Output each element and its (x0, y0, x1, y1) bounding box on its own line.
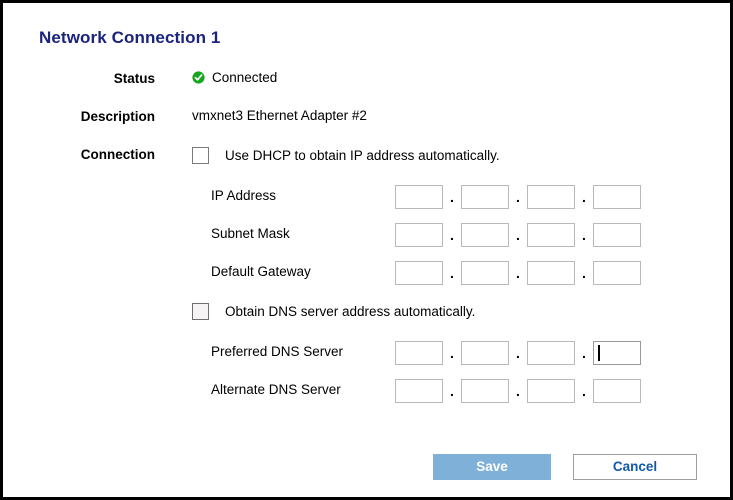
connection-label: Connection (80, 147, 155, 162)
subnet-mask-label: Subnet Mask (211, 226, 290, 241)
alternate-dns-octet-4[interactable] (593, 379, 641, 403)
description-label: Description (80, 109, 155, 124)
status-text: Connected (212, 70, 278, 85)
alternate-dns-octet-2[interactable] (461, 379, 509, 403)
ip-address-octet-2[interactable] (461, 185, 509, 209)
subnet-mask-octets: . . . (395, 223, 641, 247)
octet-separator: . (516, 383, 520, 399)
ip-address-label: IP Address (211, 188, 277, 203)
octet-separator: . (582, 345, 586, 361)
ip-address-octet-1[interactable] (395, 185, 443, 209)
octet-separator: . (450, 383, 454, 399)
preferred-dns-octet-1[interactable] (395, 341, 443, 365)
octet-separator: . (582, 265, 586, 281)
alternate-dns-label: Alternate DNS Server (211, 382, 341, 397)
page-title: Network Connection 1 (39, 28, 221, 47)
ip-address-octets: . . . (395, 185, 641, 209)
check-circle-icon (192, 71, 205, 84)
dialog-body: Network Connection 1 Status Connected De… (3, 3, 730, 497)
octet-separator: . (516, 265, 520, 281)
dns-auto-checkbox-label[interactable]: Obtain DNS server address automatically. (225, 304, 476, 319)
save-button[interactable]: Save (433, 454, 551, 480)
octet-separator: . (582, 383, 586, 399)
default-gateway-octet-3[interactable] (527, 261, 575, 285)
preferred-dns-octet-4-wrap (593, 341, 641, 365)
octet-separator: . (450, 227, 454, 243)
alternate-dns-octet-1[interactable] (395, 379, 443, 403)
alternate-dns-octets: . . . (395, 379, 641, 403)
octet-separator: . (450, 345, 454, 361)
subnet-mask-octet-1[interactable] (395, 223, 443, 247)
preferred-dns-octet-3[interactable] (527, 341, 575, 365)
dhcp-checkbox[interactable] (192, 147, 209, 164)
default-gateway-octet-4[interactable] (593, 261, 641, 285)
default-gateway-octets: . . . (395, 261, 641, 285)
octet-separator: . (516, 227, 520, 243)
octet-separator: . (450, 189, 454, 205)
default-gateway-label: Default Gateway (211, 264, 311, 279)
dhcp-checkbox-row[interactable]: Use DHCP to obtain IP address automatica… (192, 147, 500, 164)
ip-address-octet-3[interactable] (527, 185, 575, 209)
default-gateway-octet-2[interactable] (461, 261, 509, 285)
dns-auto-checkbox-row[interactable]: Obtain DNS server address automatically. (192, 303, 475, 320)
subnet-mask-octet-4[interactable] (593, 223, 641, 247)
preferred-dns-octets: . . . (395, 341, 641, 365)
dns-auto-checkbox[interactable] (192, 303, 209, 320)
status-value-group: Connected (192, 70, 277, 85)
default-gateway-octet-1[interactable] (395, 261, 443, 285)
octet-separator: . (582, 227, 586, 243)
preferred-dns-octet-4[interactable] (593, 341, 641, 365)
dhcp-checkbox-label[interactable]: Use DHCP to obtain IP address automatica… (225, 148, 500, 163)
cancel-button[interactable]: Cancel (573, 454, 697, 480)
octet-separator: . (516, 345, 520, 361)
alternate-dns-octet-3[interactable] (527, 379, 575, 403)
text-caret (598, 345, 600, 361)
status-label: Status (113, 71, 155, 86)
subnet-mask-octet-3[interactable] (527, 223, 575, 247)
preferred-dns-label: Preferred DNS Server (211, 344, 344, 359)
octet-separator: . (516, 189, 520, 205)
octet-separator: . (450, 265, 454, 281)
preferred-dns-octet-2[interactable] (461, 341, 509, 365)
ip-address-octet-4[interactable] (593, 185, 641, 209)
subnet-mask-octet-2[interactable] (461, 223, 509, 247)
description-value: vmxnet3 Ethernet Adapter #2 (192, 108, 367, 123)
octet-separator: . (582, 189, 586, 205)
